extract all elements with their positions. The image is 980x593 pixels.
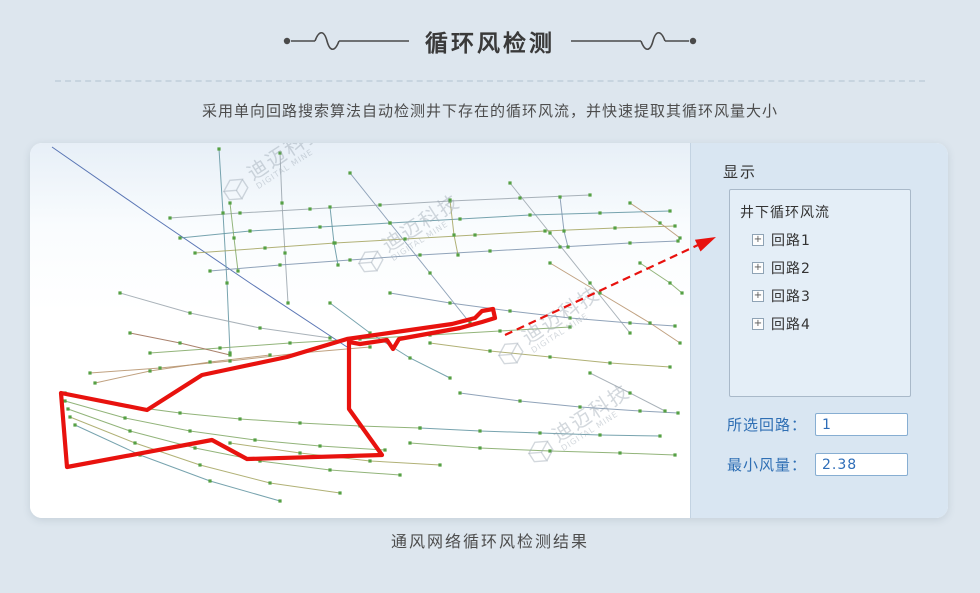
display-panel-title: 显示: [723, 163, 758, 181]
expand-plus-icon[interactable]: +: [752, 318, 764, 330]
tree-item-loop1[interactable]: + 回路1: [752, 230, 900, 250]
min-airflow-label: 最小风量：: [727, 456, 808, 474]
tree-item-loop2[interactable]: + 回路2: [752, 258, 900, 278]
page-subtitle: 采用单向回路搜索算法自动检测井下存在的循环风流，并快速提取其循环风量大小: [201, 102, 778, 120]
network-diagram: [51, 146, 684, 503]
selected-loop-input[interactable]: [815, 413, 908, 436]
tree-item-loop3[interactable]: + 回路3: [752, 286, 900, 306]
expand-plus-icon[interactable]: +: [752, 234, 764, 246]
tree-item-label: 回路4: [771, 317, 811, 333]
loop-tree: 井下循环风流 + 回路1 + 回路2 + 回路3 + 回路4: [729, 189, 911, 397]
title-ornament-right: [571, 31, 697, 51]
circulating-loop-highlight: [58, 306, 498, 470]
tree-root-underground-loops[interactable]: 井下循环风流: [740, 205, 830, 221]
tree-item-label: 回路2: [771, 261, 811, 277]
min-airflow-field: 最小风量：: [727, 453, 908, 476]
expand-plus-icon[interactable]: +: [752, 262, 764, 274]
tree-item-loop4[interactable]: + 回路4: [752, 314, 900, 334]
page-title: 循环风检测: [425, 31, 555, 57]
tree-item-label: 回路3: [771, 289, 811, 305]
selected-loop-field: 所选回路：: [727, 413, 908, 436]
expand-plus-icon[interactable]: +: [752, 290, 764, 302]
title-ornament-left: [283, 31, 409, 51]
header-divider: [55, 80, 925, 82]
page-header: 循环风检测: [0, 24, 980, 58]
display-panel: 显示 井下循环风流 + 回路1 + 回路2 + 回路3 + 回路4 所选回路：: [690, 143, 948, 518]
selected-loop-label: 所选回路：: [727, 416, 808, 434]
tree-item-label: 回路1: [771, 233, 811, 249]
min-airflow-input[interactable]: [815, 453, 908, 476]
result-caption: 通风网络循环风检测结果: [390, 532, 589, 551]
